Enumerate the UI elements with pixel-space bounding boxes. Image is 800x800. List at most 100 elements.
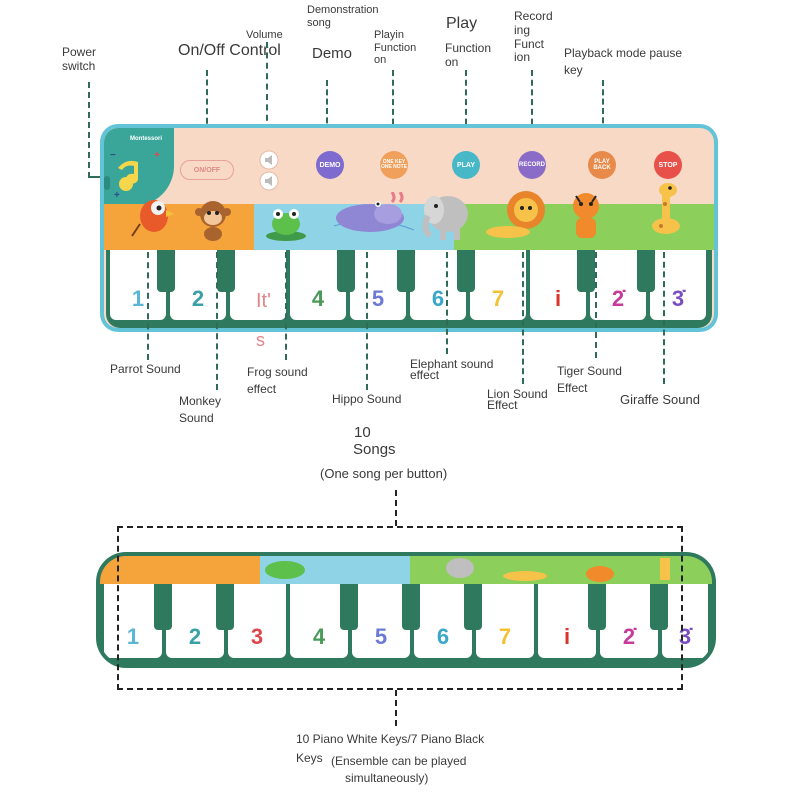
record-button[interactable]: RECORD <box>518 151 546 179</box>
monkey-label: Monkey Sound <box>179 394 222 426</box>
black-key-6[interactable] <box>588 584 606 630</box>
footer-line2: Keys <box>296 751 323 765</box>
demo-leader <box>326 80 328 142</box>
power-switch-leader-h <box>88 176 100 178</box>
power-switch-leader <box>88 82 90 178</box>
recording-function-label: Record ing Funct ion <box>514 9 553 65</box>
lion-leader <box>522 252 524 384</box>
footer-line4: simultaneously) <box>345 771 429 785</box>
parrot-leader <box>147 252 149 360</box>
frog-leader <box>285 252 287 360</box>
brand-text: Montessori <box>130 136 163 142</box>
elephant-label: Elephant sound effect <box>410 357 494 383</box>
keys-leader <box>395 690 397 726</box>
lion-label: Lion Sound Effect <box>487 387 548 413</box>
songs-leader <box>395 490 397 526</box>
record-leader <box>531 70 533 144</box>
demo-button[interactable]: DEMO <box>316 151 344 179</box>
frog-label: Frog sound effect <box>247 365 308 396</box>
white-key-10[interactable]: 3̇ <box>650 250 706 320</box>
black-key-2[interactable] <box>216 584 234 630</box>
white-key-9[interactable]: 2̇ <box>590 250 646 320</box>
playing-leader <box>392 70 394 144</box>
black-key-7[interactable] <box>637 250 655 292</box>
playback-button[interactable]: PLAY BACK <box>588 151 616 179</box>
playing-function-label: Playin Function on <box>374 29 417 67</box>
white-key-5[interactable]: 5 <box>350 250 406 320</box>
black-key-3[interactable] <box>340 584 358 630</box>
volume-leader <box>266 42 268 152</box>
monkey-icon <box>195 201 231 241</box>
frog-icon <box>266 209 306 241</box>
svg-text:−: − <box>110 150 116 161</box>
key3-overlay-line2: s <box>256 330 265 350</box>
tiger-leader <box>595 252 597 358</box>
white-key-10[interactable]: 3̇ <box>662 584 708 658</box>
white-key-3[interactable]: 3 <box>228 584 286 658</box>
playback-pause-label: Playback mode pause key <box>564 46 683 77</box>
footer-line3: (Ensemble can be played <box>331 754 467 768</box>
black-key-5[interactable] <box>464 584 482 630</box>
on-off-button[interactable]: ON/OFF <box>180 160 234 180</box>
parrot-label: Parrot Sound <box>110 362 181 376</box>
white-key-8[interactable]: i <box>538 584 596 658</box>
svg-text:+: + <box>114 190 120 201</box>
music-note-icon: − + + <box>104 150 160 201</box>
white-key-3[interactable] <box>230 250 286 320</box>
on-off-control-label: On/Off Control <box>178 42 281 59</box>
keyboard-bottom: 1 2 3 4 5 6 7 i 2̇ 3̇ <box>100 584 712 664</box>
playback-leader <box>602 80 604 142</box>
footer-line1: 10 Piano White Keys/7 Piano Black <box>296 732 485 746</box>
giraffe-leader <box>663 252 665 384</box>
hippo-leader <box>366 252 368 390</box>
black-key-5[interactable] <box>457 250 475 292</box>
black-key-7[interactable] <box>650 584 668 630</box>
hippo-label: Hippo Sound <box>332 392 402 406</box>
elephant-leader <box>446 252 448 354</box>
white-key-6[interactable]: 6 <box>410 250 466 320</box>
black-key-1[interactable] <box>157 250 175 292</box>
giraffe-label: Giraffe Sound <box>620 392 700 407</box>
songs-word: Songs <box>353 441 396 458</box>
white-key-2[interactable]: 2 <box>166 584 224 658</box>
one-key-one-note-button[interactable]: ONE KEY ONE NOTE <box>380 151 408 179</box>
tiger-icon <box>573 193 599 238</box>
white-key-9[interactable]: 2̇ <box>600 584 658 658</box>
elephant-icon <box>422 196 468 240</box>
play-button[interactable]: PLAY <box>452 151 480 179</box>
parrot-icon <box>131 200 174 237</box>
volume-label: Volume <box>246 29 283 41</box>
giraffe-icon <box>652 183 680 234</box>
songs-note: (One song per button) <box>320 466 448 481</box>
white-key-1[interactable]: 1 <box>110 250 166 320</box>
white-key-6[interactable]: 6 <box>414 584 472 658</box>
key3-overlay-line1: It' <box>256 290 271 312</box>
hippo-icon <box>336 192 404 232</box>
black-key-4[interactable] <box>402 584 420 630</box>
play-leader <box>465 70 467 144</box>
white-key-8[interactable]: i <box>530 250 586 320</box>
stop-button[interactable]: STOP <box>654 151 682 179</box>
keyboard-top: 1 2 4 5 6 7 i 2̇ 3̇ <box>106 250 712 328</box>
white-key-5[interactable]: 5 <box>352 584 410 658</box>
lion-icon <box>486 191 545 238</box>
black-key-6[interactable] <box>577 250 595 292</box>
demo-label: Demo <box>312 45 353 62</box>
white-key-1[interactable]: 1 <box>104 584 162 658</box>
white-key-4[interactable]: 4 <box>290 250 346 320</box>
songs-count: 10 <box>354 424 371 441</box>
black-key-4[interactable] <box>397 250 415 292</box>
black-key-1[interactable] <box>154 584 172 630</box>
white-key-7[interactable]: 7 <box>470 250 526 320</box>
white-key-7[interactable]: 7 <box>476 584 534 658</box>
control-panel: Montessori − + + <box>104 128 174 206</box>
keys-highlight-box <box>117 526 683 690</box>
volume-buttons-icon[interactable] <box>256 150 282 192</box>
on-off-leader <box>206 70 208 162</box>
tiger-label: Tiger Sound Effect <box>557 364 622 396</box>
animal-strip <box>100 556 712 584</box>
black-key-3[interactable] <box>337 250 355 292</box>
black-key-2[interactable] <box>217 250 235 292</box>
piano-mat-bottom: 1 2 3 4 5 6 7 i 2̇ 3̇ <box>96 552 716 668</box>
white-key-4[interactable]: 4 <box>290 584 348 658</box>
